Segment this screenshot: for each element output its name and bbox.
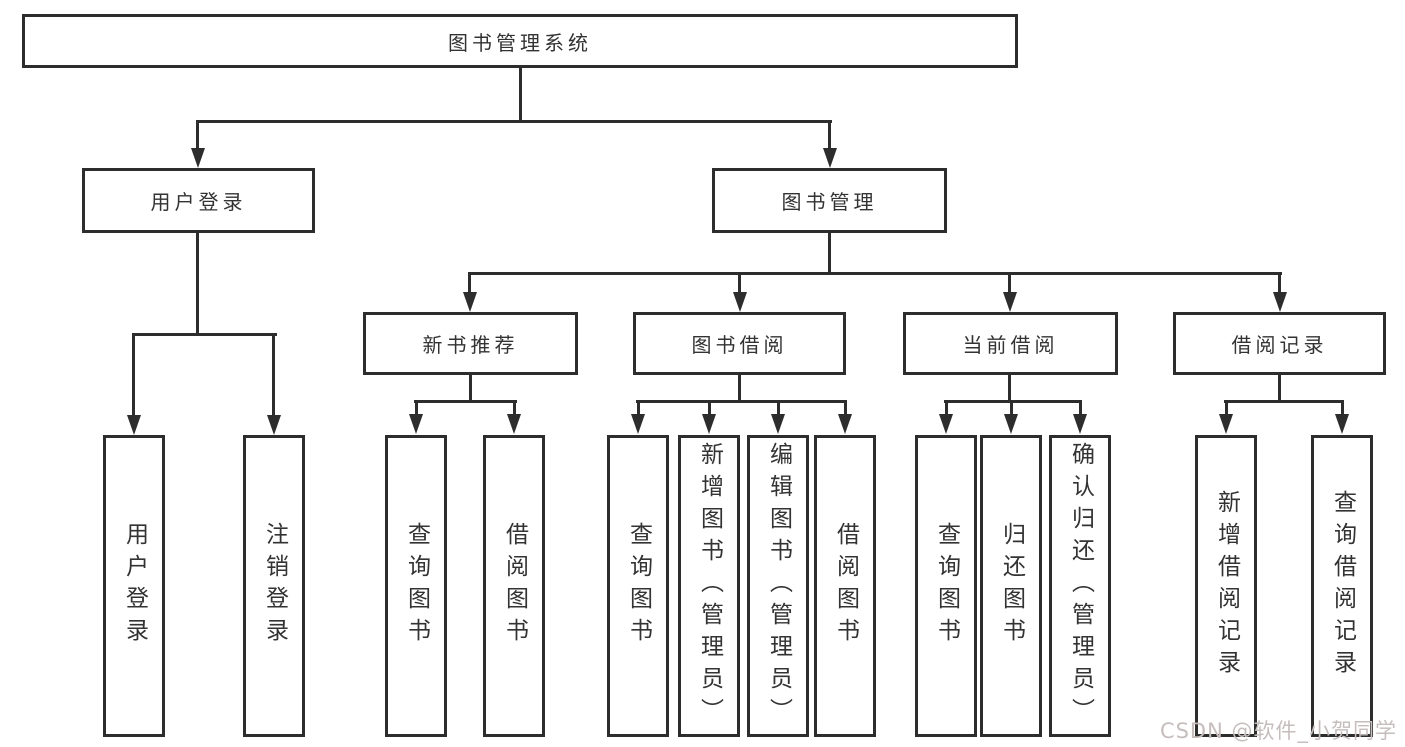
connector-hline (132, 333, 277, 336)
leaf-edit-books-admin-label: 编辑图书（管理员） (765, 442, 792, 730)
connector-vline (777, 400, 780, 416)
arrowhead-down-icon (1335, 414, 1349, 434)
connector-vline (828, 233, 831, 274)
connector-vline (196, 120, 199, 148)
connector-vline (272, 333, 275, 417)
arrowhead-down-icon (127, 415, 141, 435)
leaf-return-books-label: 归还图书 (998, 522, 1025, 650)
leaf-add-books-admin: 新增图书（管理员） (678, 435, 740, 737)
arrowhead-down-icon (1073, 414, 1087, 434)
node-borrowing-records-label: 借阅记录 (1231, 333, 1328, 357)
connector-vline (844, 400, 847, 416)
leaf-newbook-query-books: 查询图书 (385, 435, 447, 737)
leaf-user-login-label: 用户登录 (121, 522, 148, 650)
connector-vline (828, 120, 831, 148)
node-book-management-label: 图书管理 (781, 190, 878, 214)
connector-vline (637, 400, 640, 416)
connector-vline (1341, 400, 1344, 416)
connector-vline (1278, 272, 1281, 294)
node-book-borrowing: 图书借阅 (633, 312, 846, 375)
arrowhead-down-icon (939, 414, 953, 434)
arrowhead-down-icon (631, 414, 645, 434)
leaf-newbook-borrow-books: 借阅图书 (483, 435, 545, 737)
leaf-add-books-admin-label: 新增图书（管理员） (696, 442, 723, 730)
connector-vline (945, 400, 948, 416)
node-current-borrowing-label: 当前借阅 (962, 333, 1059, 357)
connector-vline (1008, 375, 1011, 400)
connector-vline (708, 400, 711, 416)
node-book-management: 图书管理 (712, 168, 947, 233)
arrowhead-down-icon (1003, 292, 1017, 312)
node-library-system-label: 图书管理系统 (448, 30, 592, 55)
leaf-newbook-query-books-label: 查询图书 (403, 522, 430, 650)
node-borrowing-records: 借阅记录 (1173, 312, 1386, 375)
connector-vline (738, 375, 741, 400)
leaf-query-borrow-record: 查询借阅记录 (1311, 435, 1373, 737)
leaf-query-borrow-record-label: 查询借阅记录 (1329, 490, 1356, 682)
arrowhead-down-icon (1004, 414, 1018, 434)
connector-vline (1225, 400, 1228, 416)
connector-hline (1224, 400, 1344, 403)
connector-vline (738, 272, 741, 294)
connector-vline (415, 400, 418, 416)
connector-hline (468, 272, 1282, 275)
leaf-confirm-return-admin: 确认归还（管理员） (1049, 435, 1111, 737)
arrowhead-down-icon (267, 415, 281, 435)
leaf-add-borrow-record: 新增借阅记录 (1195, 435, 1257, 737)
arrowhead-down-icon (733, 292, 747, 312)
connector-vline (1278, 375, 1281, 400)
leaf-user-login: 用户登录 (103, 435, 165, 737)
leaf-confirm-return-admin-label: 确认归还（管理员） (1067, 442, 1094, 730)
arrowhead-down-icon (702, 414, 716, 434)
arrowhead-down-icon (463, 292, 477, 312)
connector-vline (519, 68, 522, 120)
arrowhead-down-icon (507, 414, 521, 434)
connector-vline (132, 333, 135, 417)
connector-hline (196, 120, 832, 123)
leaf-add-borrow-record-label: 新增借阅记录 (1213, 490, 1240, 682)
node-user-login-label: 用户登录 (150, 190, 247, 214)
leaf-current-query-books-label: 查询图书 (933, 522, 960, 650)
leaf-logout-label: 注销登录 (261, 522, 288, 650)
connector-hline (636, 400, 847, 403)
connector-vline (196, 233, 199, 333)
connector-vline (1079, 400, 1082, 416)
arrowhead-down-icon (771, 414, 785, 434)
leaf-borrowing-query-books-label: 查询图书 (625, 522, 652, 650)
leaf-borrowing-borrow-books: 借阅图书 (814, 435, 876, 737)
arrowhead-down-icon (191, 148, 205, 168)
arrowhead-down-icon (1219, 414, 1233, 434)
leaf-borrowing-borrow-books-label: 借阅图书 (832, 522, 859, 650)
arrowhead-down-icon (838, 414, 852, 434)
leaf-newbook-borrow-books-label: 借阅图书 (501, 522, 528, 650)
leaf-current-query-books: 查询图书 (915, 435, 977, 737)
leaf-logout: 注销登录 (243, 435, 305, 737)
arrowhead-down-icon (1273, 292, 1287, 312)
leaf-edit-books-admin: 编辑图书（管理员） (747, 435, 809, 737)
connector-vline (469, 375, 472, 400)
connector-vline (1008, 272, 1011, 294)
node-current-borrowing: 当前借阅 (903, 312, 1118, 375)
leaf-return-books: 归还图书 (980, 435, 1042, 737)
node-user-login: 用户登录 (82, 168, 315, 233)
node-library-system: 图书管理系统 (22, 14, 1018, 68)
connector-vline (468, 272, 471, 294)
connector-vline (1010, 400, 1013, 416)
connector-hline (414, 400, 517, 403)
connector-vline (513, 400, 516, 416)
leaf-borrowing-query-books: 查询图书 (607, 435, 669, 737)
node-book-borrowing-label: 图书借阅 (691, 333, 788, 357)
node-new-book-recommend-label: 新书推荐 (422, 333, 519, 357)
watermark: CSDN @软件_小贺同学 (1159, 719, 1397, 743)
arrowhead-down-icon (409, 414, 423, 434)
node-new-book-recommend: 新书推荐 (363, 312, 578, 375)
connector-hline (944, 400, 1082, 403)
arrowhead-down-icon (823, 148, 837, 168)
